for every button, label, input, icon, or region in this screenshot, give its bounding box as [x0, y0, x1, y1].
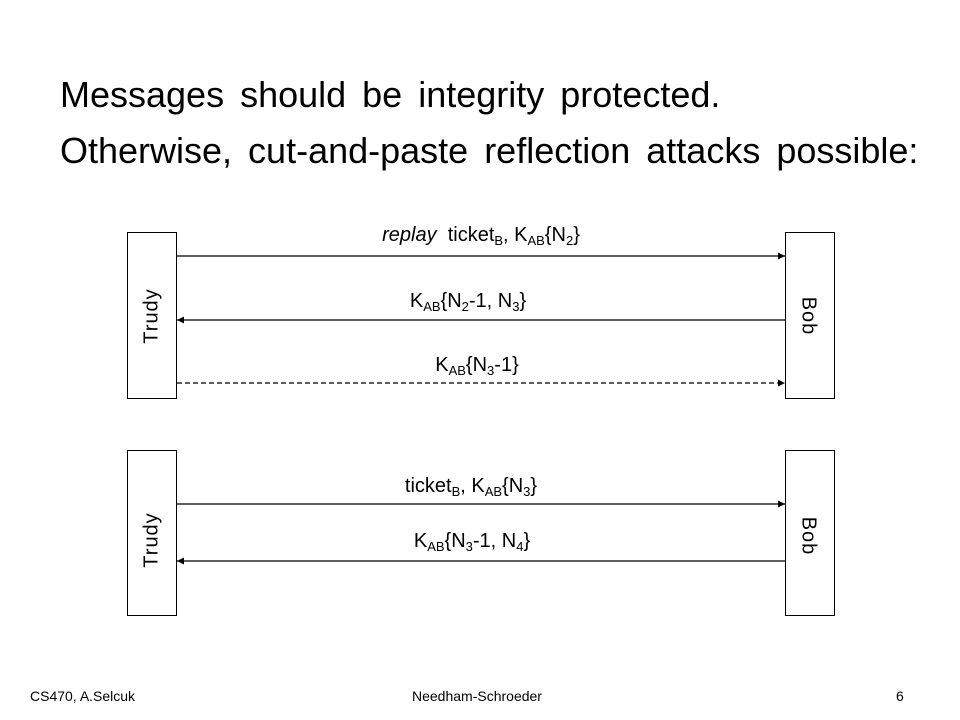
d2-trudy-box — [127, 450, 177, 616]
message-text-part: } — [530, 475, 538, 497]
message-text-part: AB — [527, 233, 545, 248]
d2-message-1: ticketB, KAB{N3} — [405, 475, 537, 498]
message-text-part: K — [435, 354, 449, 376]
message-text-part: } — [523, 530, 531, 552]
footer-author: CS470, A.Selcuk — [30, 688, 136, 704]
message-text-part: AB — [448, 363, 466, 378]
message-text-part: 3 — [523, 484, 531, 499]
message-text-part: 3 — [487, 363, 495, 378]
message-text-part: -1, N — [472, 530, 517, 552]
message-text-part: 2 — [461, 299, 469, 314]
message-text-part: } — [519, 290, 527, 312]
d1-bob-label: Bob — [797, 296, 820, 336]
slide-text-line-2: Otherwise, cut-and-paste reflection atta… — [60, 130, 919, 171]
message-text-part: {N — [544, 224, 566, 246]
d2-bob-label: Bob — [797, 516, 820, 556]
message-text-part: 3 — [465, 539, 473, 554]
message-text-part: ticket — [404, 475, 452, 497]
message-text-part: } — [573, 224, 580, 246]
footer-page-number: 6 — [896, 688, 904, 704]
message-text-part: K — [413, 530, 428, 552]
message-text-part: 3 — [512, 299, 520, 314]
d1-trudy-label: Trudy — [140, 288, 163, 344]
d2-trudy-label: Trudy — [140, 512, 163, 568]
message-text-part: AB — [423, 299, 441, 314]
message-text-part: {N — [502, 475, 524, 497]
d1-message-2: KAB{N2-1, N3} — [410, 290, 526, 313]
footer-title: Needham-Schroeder — [412, 688, 542, 704]
d1-trudy-box — [127, 232, 177, 399]
message-text-part: {N — [444, 530, 466, 552]
message-text-part: B — [451, 484, 461, 499]
message-text-part: , K — [460, 475, 485, 497]
message-text-part: 4 — [516, 539, 524, 554]
message-text-part: AB — [427, 539, 445, 554]
d2-bob-box — [785, 450, 835, 616]
message-text-part: AB — [484, 484, 503, 499]
message-text-part: -1, N — [468, 290, 513, 312]
message-text-part: replay — [382, 224, 437, 246]
d1-message-3: KAB{N3-1} — [435, 354, 519, 377]
message-text-part: ticket — [436, 224, 495, 246]
d1-bob-box — [785, 232, 835, 399]
d1-message-1: replay ticketB, KAB{N2} — [382, 224, 580, 247]
message-text-part: {N — [440, 290, 462, 312]
message-text-part: B — [494, 233, 504, 248]
slide-text-line-1: Messages should be integrity protected. — [60, 74, 721, 115]
d2-message-2: KAB{N3-1, N4} — [414, 530, 530, 553]
message-text-part: K — [409, 290, 424, 312]
message-text-part: -1} — [494, 354, 519, 376]
message-text-part: {N — [465, 354, 488, 376]
message-text-part: 2 — [565, 233, 574, 248]
message-text-part: , K — [503, 224, 528, 246]
